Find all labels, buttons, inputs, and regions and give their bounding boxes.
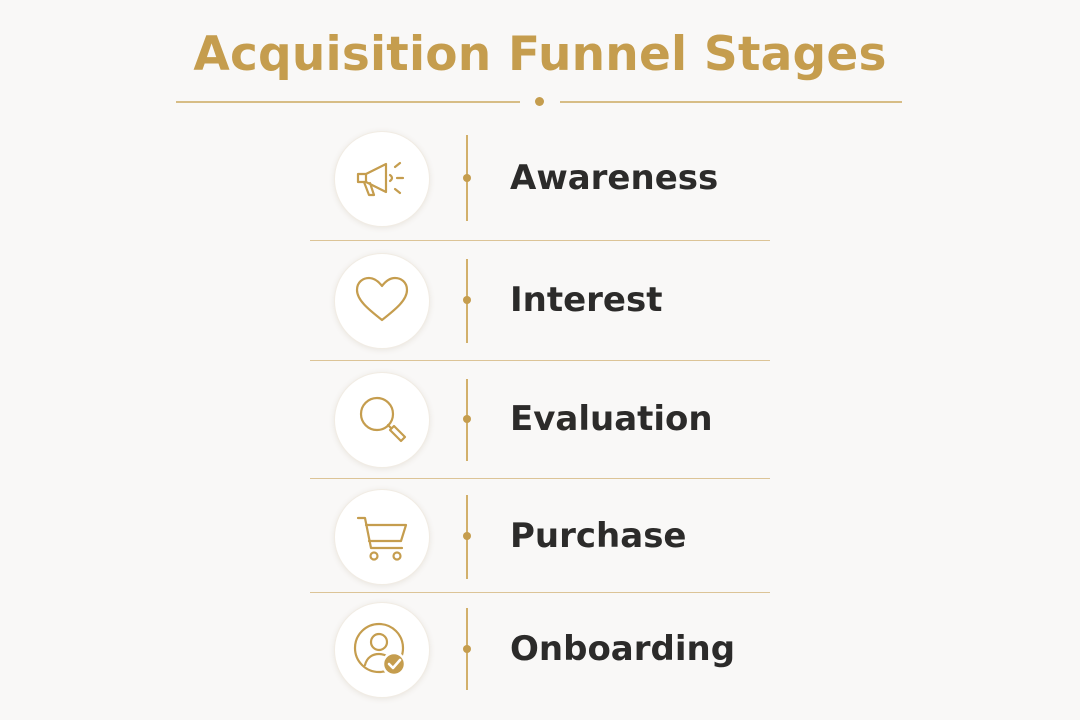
stage-divider — [310, 360, 770, 361]
magnifier-icon — [359, 396, 407, 443]
stage-label: Awareness — [510, 158, 719, 198]
icon-badge — [334, 602, 430, 698]
title-underline-left — [176, 101, 520, 103]
stage-awareness: Awareness — [310, 120, 770, 238]
stage-label: Evaluation — [510, 399, 713, 439]
icon-badge — [334, 489, 430, 585]
connector-dot — [463, 532, 471, 540]
connector-dot — [463, 415, 471, 423]
icon-badge — [334, 372, 430, 468]
stage-evaluation: Evaluation — [310, 361, 770, 479]
stage-interest: Interest — [310, 241, 770, 359]
heart-icon — [355, 276, 409, 322]
stage-onboarding: Onboarding — [310, 593, 770, 711]
title-underline-dot — [535, 97, 544, 106]
stage-label: Purchase — [510, 516, 687, 556]
shopping-cart-icon — [356, 516, 408, 561]
megaphone-icon — [356, 161, 405, 197]
title-underline-right — [560, 101, 902, 103]
stage-divider — [310, 478, 770, 479]
stage-divider — [310, 592, 770, 593]
icon-badge — [334, 131, 430, 227]
stage-purchase: Purchase — [310, 479, 770, 597]
user-check-icon — [353, 622, 407, 677]
stage-label: Interest — [510, 280, 663, 320]
stage-divider — [310, 240, 770, 241]
connector-dot — [463, 645, 471, 653]
connector-dot — [463, 296, 471, 304]
page-title: Acquisition Funnel Stages — [193, 27, 887, 82]
stage-label: Onboarding — [510, 629, 736, 669]
connector-dot — [463, 174, 471, 182]
icon-badge — [334, 253, 430, 349]
